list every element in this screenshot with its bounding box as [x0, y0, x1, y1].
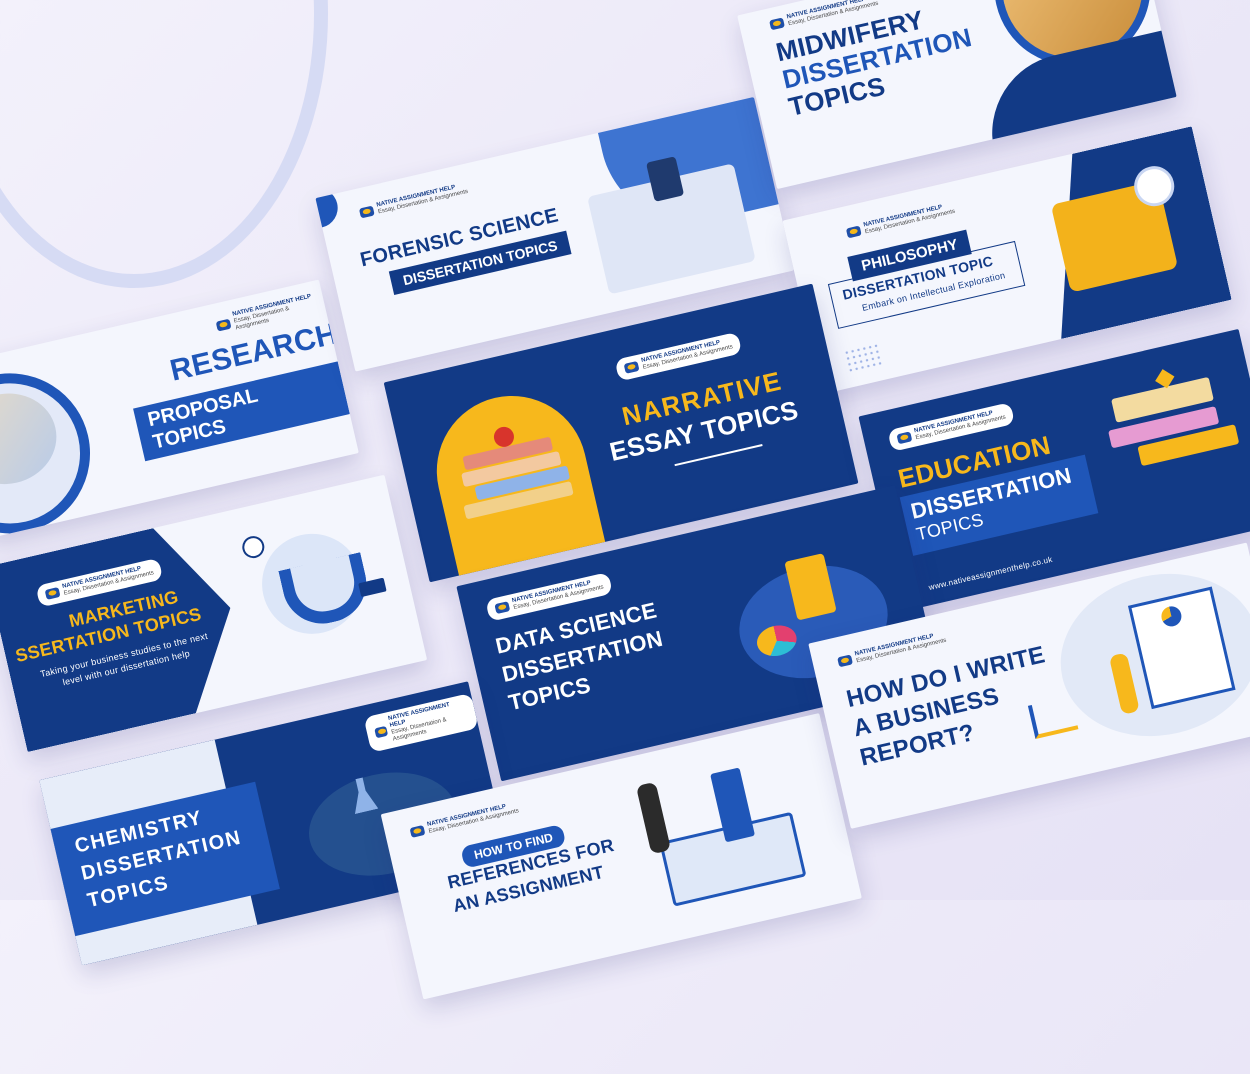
graduation-cap-icon — [845, 225, 862, 239]
graduation-cap-icon — [623, 360, 640, 374]
clock-icon — [240, 533, 267, 561]
graduation-cap-icon — [896, 431, 913, 445]
graduation-cap-icon — [769, 17, 785, 31]
graduation-cap-icon — [358, 205, 375, 219]
banner-subtitle: PROPOSAL TOPICS — [133, 361, 350, 462]
website-url: www.nativeassignmenthelp.co.uk — [927, 554, 1054, 593]
growth-chart-icon — [1027, 696, 1079, 740]
graduation-cap-icon — [494, 601, 511, 615]
person-thinking-illustration — [635, 781, 672, 855]
graduation-cap-icon — [409, 825, 426, 838]
decor-circle — [315, 183, 342, 232]
graduation-cap-icon — [44, 586, 61, 600]
decor-dot-grid — [843, 342, 884, 374]
graduation-cap-icon — [215, 318, 232, 332]
graduation-cap-icon — [374, 725, 389, 739]
graduation-cap-icon — [837, 654, 854, 668]
